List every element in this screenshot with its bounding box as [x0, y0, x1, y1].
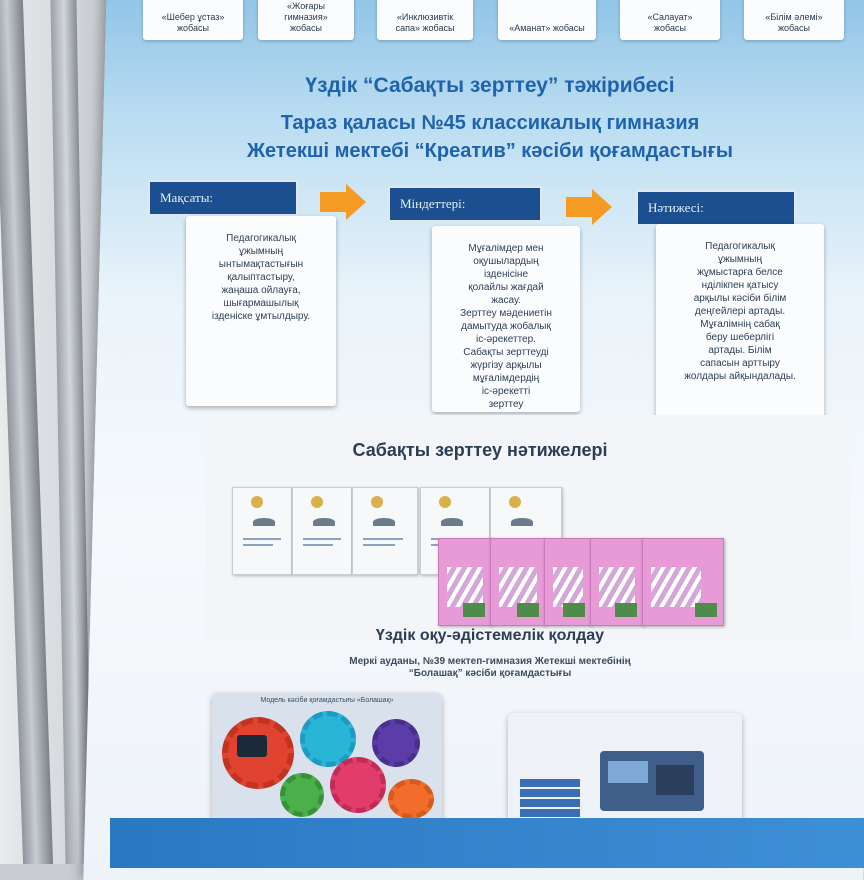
project-card-gymnasium: «Жоғары гимназия» жобасы: [258, 0, 354, 40]
goal-card: Педагогикалық ұжымның ынтымақтастығын қа…: [186, 216, 336, 406]
project-card-label: «Аманат» жобасы: [509, 23, 585, 33]
project-card-label: «Инклюзивтік сапа» жобасы: [395, 12, 455, 33]
diagram-title: Модель кәсіби қоғамдастығы «Болашақ»: [260, 697, 394, 704]
legend-bars: [520, 779, 580, 819]
project-card-label: «Білім әлемі» жобасы: [765, 12, 823, 33]
project-card-master-teacher: «Шебер ұстаз» жобасы: [143, 0, 243, 40]
poster-school-name: Тараз қаласы №45 классикалық гимназия: [280, 112, 700, 134]
support-subtitle: Меркі ауданы, №39 мектеп-гимназия Жетекш…: [285, 656, 695, 680]
classroom-photo-card: [508, 713, 742, 829]
classroom-photo: [600, 751, 704, 811]
gear-green-icon: [280, 773, 324, 817]
book-cover-white: [352, 487, 418, 575]
book-cover-pink: [642, 538, 724, 626]
support-subtitle-text: Меркі ауданы, №39 мектеп-гимназия Жетекш…: [349, 656, 631, 679]
project-card-label: «Жоғары гимназия» жобасы: [284, 1, 328, 33]
book-cover-pink: [438, 538, 492, 626]
results-title: Сабақты зерттеу нәтижелері: [352, 440, 608, 460]
label-results: Нәтижесі:: [636, 190, 796, 226]
book-cover-white: [232, 487, 292, 575]
project-card-amanat: «Аманат» жобасы: [498, 0, 596, 40]
poster-title: Үздік “Сабақты зерттеу” тәжірибесі: [305, 74, 675, 97]
tasks-card: Мұғалімдер мен оқушылардың ізденісіне қо…: [432, 226, 580, 412]
project-card-salauat: «Салауат» жобасы: [620, 0, 720, 40]
book-cover-white: [292, 487, 352, 575]
project-card-knowledge: «Білім әлемі» жобасы: [744, 0, 844, 40]
label-goal: Мақсаты:: [148, 180, 298, 216]
book-cover-pink: [590, 538, 644, 626]
book-cover-pink: [544, 538, 592, 626]
poster-community-name: Жетекші мектебі “Креатив” кәсіби қоғамда…: [246, 140, 734, 162]
results-card: Педагогикалық ұжымның жұмыстарға белсе н…: [656, 224, 824, 418]
support-title: Үздік оқу-әдістемелік қолдау: [375, 627, 605, 644]
project-card-label: «Шебер ұстаз» жобасы: [161, 12, 225, 33]
book-cover-pink: [490, 538, 546, 626]
gear-orange-icon: [388, 779, 434, 819]
project-card-inclusive: «Инклюзивтік сапа» жобасы: [377, 0, 473, 40]
community-model-diagram: Модель кәсіби қоғамдастығы «Болашақ»: [212, 693, 442, 823]
photo-icon: [237, 735, 267, 757]
gear-cyan-icon: [300, 711, 356, 767]
label-tasks: Міндеттері:: [388, 186, 542, 222]
project-card-label: «Салауат» жобасы: [647, 12, 693, 33]
poster-bottom-band: [110, 818, 864, 868]
gear-purple-icon: [372, 719, 420, 767]
gear-pink-icon: [330, 757, 386, 813]
